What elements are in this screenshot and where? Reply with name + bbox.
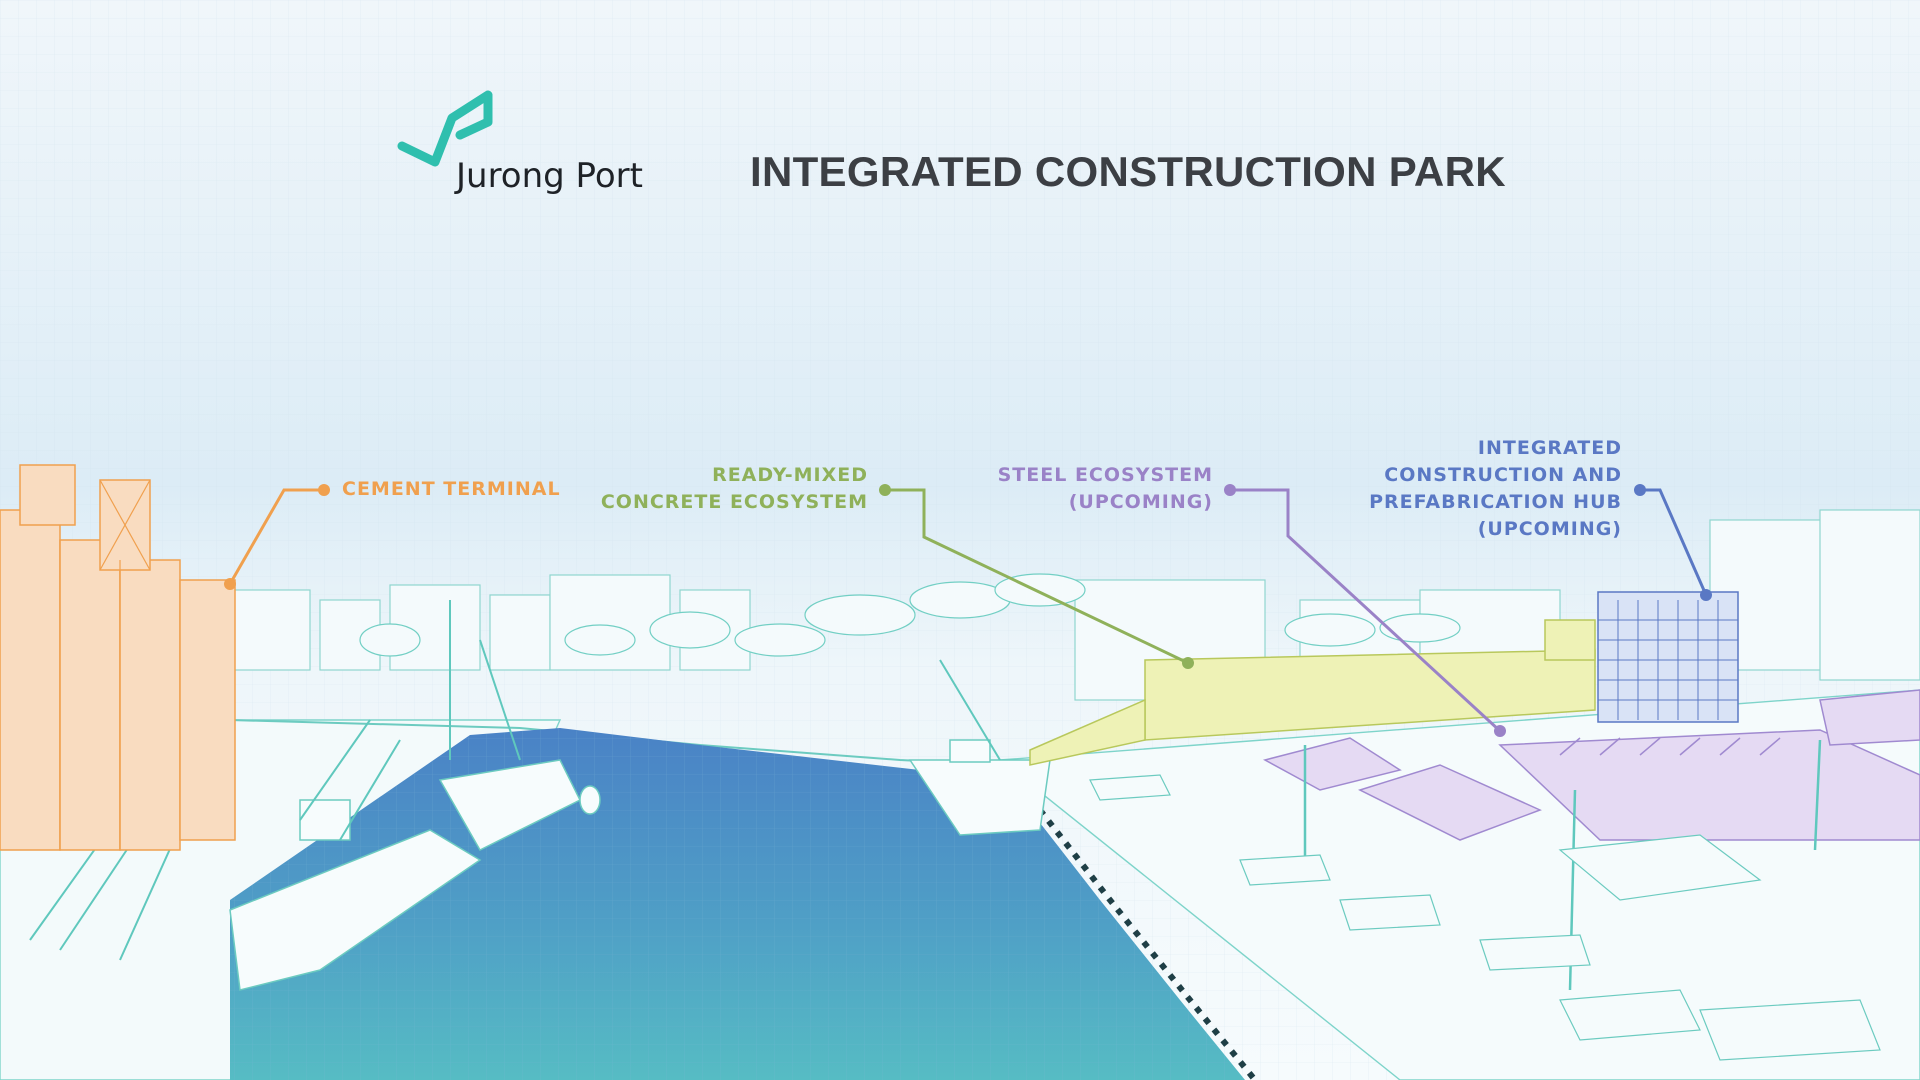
ships [229, 739, 1051, 991]
callout-text: CEMENT TERMINAL [342, 478, 561, 500]
steel-leader [1230, 488, 1502, 733]
steel-ecosystem-buildings [1262, 689, 1920, 841]
callout-ready-mixed-concrete: READY-MIXED CONCRETE ECOSYSTEM [601, 462, 868, 516]
callout-cement-terminal: CEMENT TERMINAL [342, 476, 561, 503]
callout-text: INTEGRATED [1477, 437, 1622, 459]
callout-text: STEEL ECOSYSTEM [997, 464, 1213, 486]
callout-steel-ecosystem: STEEL ECOSYSTEM (UPCOMING) [998, 462, 1213, 516]
brand-name: Jurong Port [456, 156, 643, 196]
callout-dots [224, 484, 1712, 737]
prefab-leader [1640, 488, 1708, 596]
callout-leaders [228, 488, 1708, 733]
cargo-stacks [1089, 774, 1881, 1061]
callout-text: (UPCOMING) [1068, 491, 1213, 513]
concrete-ecosystem-building [1029, 619, 1596, 766]
callout-text: CONSTRUCTION AND [1384, 464, 1622, 486]
callout-prefabrication-hub: INTEGRATED CONSTRUCTION AND PREFABRICATI… [1369, 435, 1622, 543]
callout-text: READY-MIXED [712, 464, 868, 486]
cement-tower-lattice [59, 479, 151, 850]
steel-roof-lines [1559, 737, 1781, 756]
callout-text: PREFABRICATION HUB [1369, 491, 1622, 513]
callout-text: (UPCOMING) [1477, 518, 1622, 540]
right-quay-wall [1037, 808, 1258, 1080]
jurong-port-logo-icon [397, 90, 493, 167]
tree-line [359, 573, 1461, 657]
page-title: INTEGRATED CONSTRUCTION PARK [750, 148, 1506, 195]
concrete-leader [885, 488, 1189, 665]
callout-text: CONCRETE ECOSYSTEM [600, 491, 868, 513]
prefabrication-hub-building [1597, 591, 1739, 723]
cement-leader [228, 488, 324, 585]
